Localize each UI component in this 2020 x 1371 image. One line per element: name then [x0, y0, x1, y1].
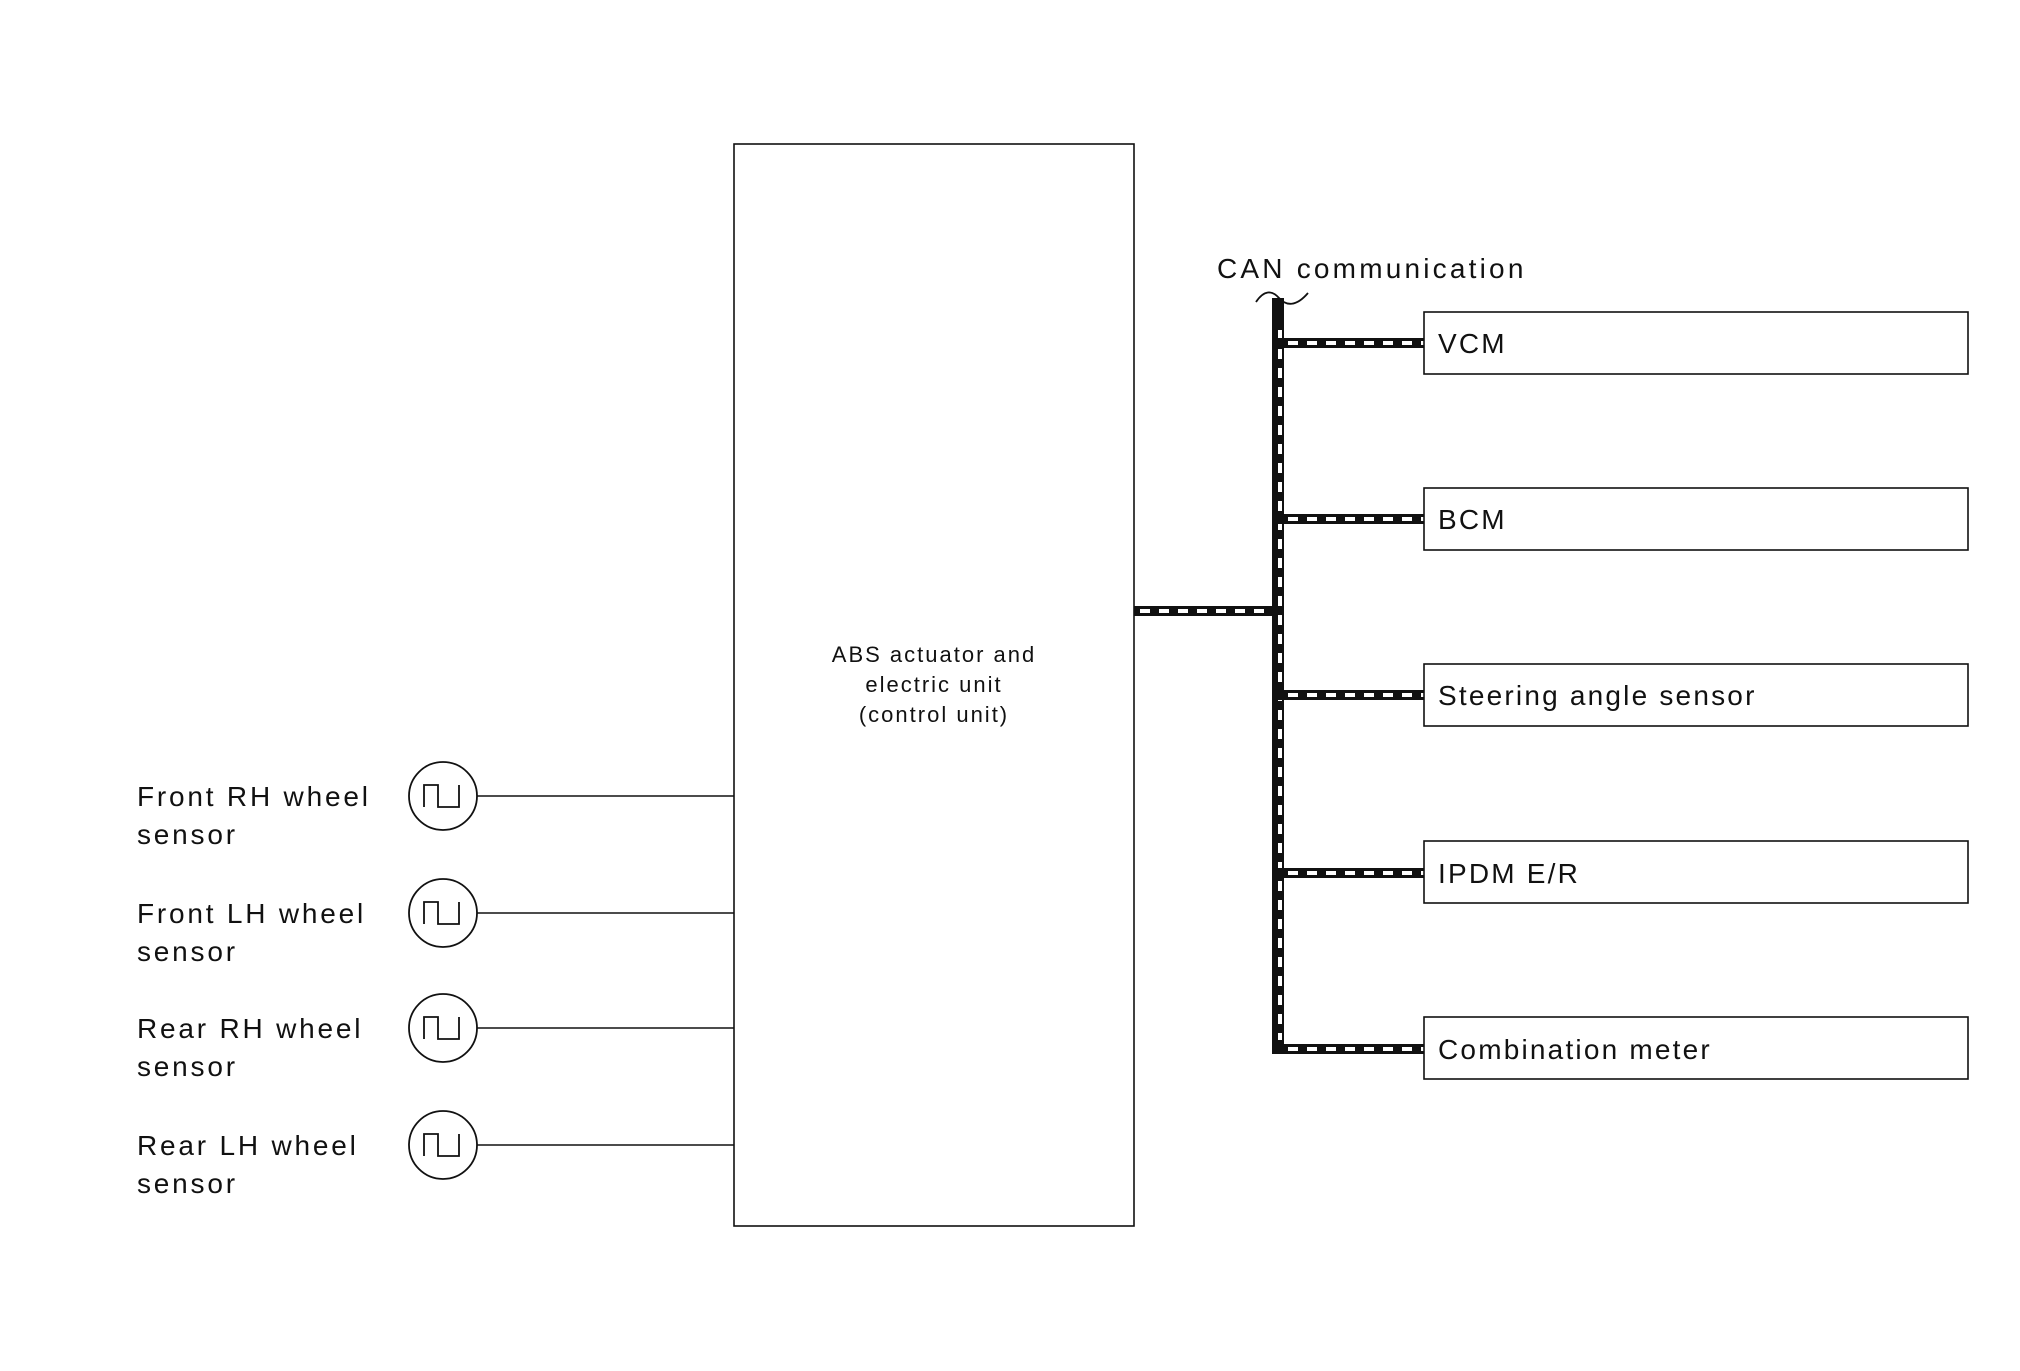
sensor-label-line1: Rear RH wheel	[137, 1013, 363, 1044]
module-ipdm-er: IPDM E/R	[1423, 840, 1969, 904]
abs-control-unit-label-line1: ABS actuator and	[832, 642, 1036, 667]
module-label: Combination meter	[1438, 1034, 1712, 1065]
sensor-label-line1: Front LH wheel	[137, 898, 366, 929]
square-wave-icon	[423, 901, 460, 925]
sensor-label-line1: Rear LH wheel	[137, 1130, 359, 1161]
sensor-label-line2: sensor	[137, 1168, 238, 1199]
module-label: BCM	[1438, 504, 1507, 535]
square-wave-icon	[423, 1133, 460, 1157]
module-box	[1423, 840, 1969, 904]
sensor-label-line2: sensor	[137, 936, 238, 967]
module-box	[1423, 311, 1969, 375]
module-label: Steering angle sensor	[1438, 680, 1757, 711]
sensor-symbol	[408, 993, 478, 1063]
abs-control-unit-label-line3: (control unit)	[859, 702, 1009, 727]
sensor-symbol	[408, 761, 478, 831]
wheel-sensor-rear-lh: Rear LH wheel sensor	[137, 1110, 734, 1199]
module-box	[1423, 487, 1969, 551]
can-bus: CAN communication	[1134, 253, 1527, 1054]
sensor-label-line1: Front RH wheel	[137, 781, 371, 812]
abs-control-unit: ABS actuator and electric unit (control …	[733, 143, 1135, 1227]
module-vcm: VCM	[1423, 311, 1969, 375]
sensor-label-line2: sensor	[137, 1051, 238, 1082]
module-box	[1423, 1016, 1969, 1080]
module-box	[1423, 663, 1969, 727]
sensor-label-line2: sensor	[137, 819, 238, 850]
square-wave-icon	[423, 784, 460, 808]
square-wave-icon	[423, 1016, 460, 1040]
module-bcm: BCM	[1423, 487, 1969, 551]
can-communication-label: CAN communication	[1217, 253, 1527, 284]
abs-control-unit-box	[733, 143, 1135, 1227]
sensor-symbol	[408, 878, 478, 948]
sensor-symbol	[408, 1110, 478, 1180]
module-label: VCM	[1438, 328, 1507, 359]
abs-control-unit-label-line2: electric unit	[865, 672, 1002, 697]
wheel-sensor-front-lh: Front LH wheel sensor	[137, 878, 734, 967]
module-steering-angle-sensor: Steering angle sensor	[1423, 663, 1969, 727]
module-combination-meter: Combination meter	[1423, 1016, 1969, 1080]
wheel-sensor-front-rh: Front RH wheel sensor	[137, 761, 734, 850]
can-break-tilde-icon	[1255, 291, 1309, 305]
module-label: IPDM E/R	[1438, 858, 1580, 889]
wheel-sensor-rear-rh: Rear RH wheel sensor	[137, 993, 734, 1082]
